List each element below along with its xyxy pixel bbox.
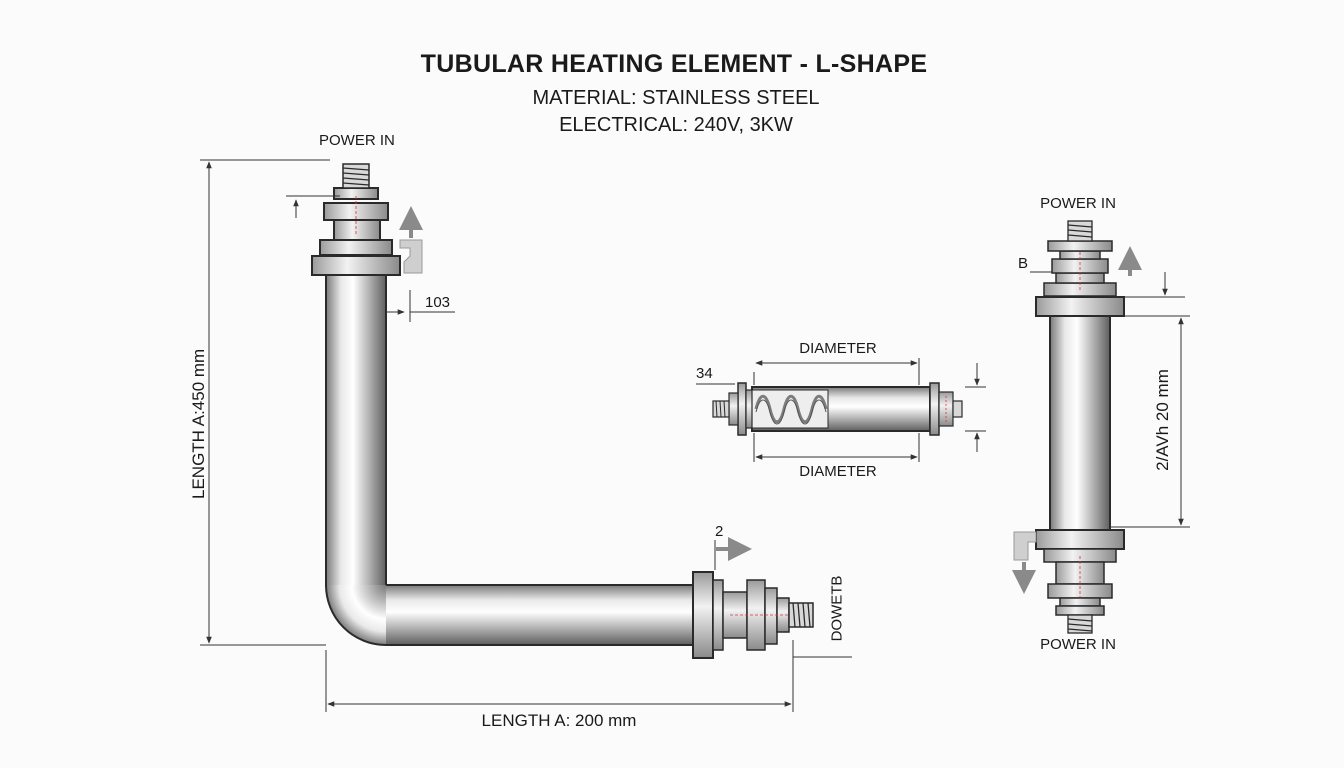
section-dimensions: [696, 358, 986, 462]
section-diameter-top-label: DIAMETER: [799, 340, 877, 357]
page-title: TUBULAR HEATING ELEMENT - L-SHAPE: [420, 50, 928, 78]
offset-dimension-label: 103: [425, 294, 451, 311]
end-marker-label: 2: [715, 523, 724, 540]
vertical-length-label: LENGTH A:450 mm: [189, 348, 208, 499]
main-top-terminal: [311, 163, 423, 276]
side-length-label: 2/AVh 20 mm: [1153, 369, 1172, 471]
section-left-label: 34: [696, 365, 713, 382]
side-view: [1012, 220, 1142, 634]
horizontal-length-label: LENGTH A: 200 mm: [481, 711, 637, 730]
main-right-terminal: [692, 537, 814, 659]
dowetb-label: DOWETB: [828, 575, 846, 642]
side-b-label: B: [1018, 255, 1029, 272]
electrical-spec: ELECTRICAL: 240V, 3KW: [559, 114, 793, 136]
heating-coil: [754, 394, 828, 424]
section-diameter-bottom-label: DIAMETER: [799, 463, 877, 480]
side-power-in-top-label: POWER IN: [1040, 195, 1116, 212]
material-spec: MATERIAL: STAINLESS STEEL: [532, 87, 820, 109]
side-dimensions: [1030, 271, 1190, 528]
side-power-in-bottom-label: POWER IN: [1040, 636, 1116, 653]
l-shape-element: [325, 273, 696, 646]
main-power-in-label: POWER IN: [319, 132, 395, 149]
main-dimensions: [200, 159, 852, 712]
section-view: [712, 382, 963, 436]
